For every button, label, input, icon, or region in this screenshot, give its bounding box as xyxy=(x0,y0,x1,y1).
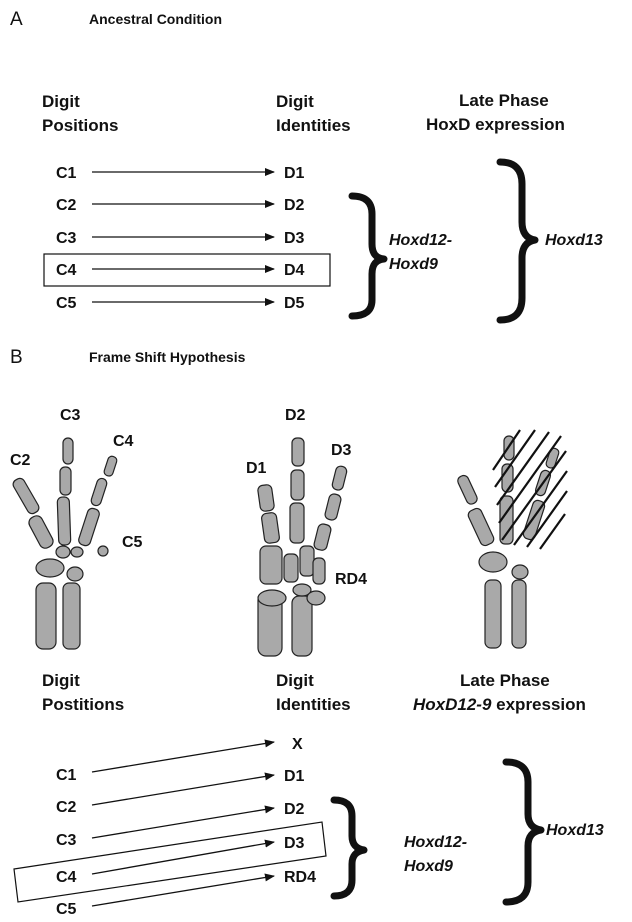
hand2-label-d1: D1 xyxy=(246,460,267,477)
panel-a-identity-d2: D2 xyxy=(284,197,305,214)
panel-b-col3-rest: expression xyxy=(491,695,586,714)
panel-b-position-c2: C2 xyxy=(56,799,77,816)
panel-b-gene-hoxd12: Hoxd12- xyxy=(404,834,467,851)
panel-a-position-c3: C3 xyxy=(56,230,77,247)
hand-skeleton-positions xyxy=(11,438,118,649)
panel-b-position-c1: C1 xyxy=(56,767,77,784)
panel-a-brace-small xyxy=(352,196,384,316)
panel-a-gene-hoxd12: Hoxd12- xyxy=(389,232,452,249)
panel-b-col2-line1: Digit xyxy=(276,671,314,690)
panel-a-col1-line2: Positions xyxy=(42,116,119,135)
panel-a-col2-line2: Identities xyxy=(276,116,351,135)
panel-a-brace-large xyxy=(500,162,535,320)
panel-a-col1-line1: Digit xyxy=(42,92,80,111)
hand1-label-c4: C4 xyxy=(113,433,134,450)
hand-skeleton-identities xyxy=(257,438,347,656)
panel-b-arrow-1 xyxy=(92,742,274,772)
panel-b-col1-line1: Digit xyxy=(42,671,80,690)
panel-b-letter: B xyxy=(10,347,23,368)
panel-b-brace-large xyxy=(506,762,541,902)
panel-a-position-c5: C5 xyxy=(56,295,77,312)
panel-a-col3-line2: HoxD expression xyxy=(426,115,565,134)
hand2-label-d3: D3 xyxy=(331,442,352,459)
panel-b-identity-rd4: RD4 xyxy=(284,869,316,886)
panel-a-subtitle: Ancestral Condition xyxy=(89,11,222,27)
panel-b-identity-d3: D3 xyxy=(284,835,305,852)
panel-b-position-c4: C4 xyxy=(56,869,77,886)
panel-a-letter: A xyxy=(10,9,23,30)
panel-b-col3-line1: Late Phase xyxy=(460,671,550,690)
panel-a-position-c2: C2 xyxy=(56,197,77,214)
panel-a-position-c1: C1 xyxy=(56,165,77,182)
panel-b-subtitle: Frame Shift Hypothesis xyxy=(89,349,246,365)
panel-a-identity-d3: D3 xyxy=(284,230,305,247)
panel-b-identity-d1: D1 xyxy=(284,768,305,785)
panel-a-identity-d5: D5 xyxy=(284,295,305,312)
panel-b-brace-small xyxy=(334,800,364,896)
hand1-label-c3: C3 xyxy=(60,407,81,424)
panel-b-identity-x: X xyxy=(292,736,303,753)
panel-b-col3-italic: HoxD12-9 xyxy=(413,695,492,714)
hand2-label-d2: D2 xyxy=(285,407,306,424)
panel-b-position-c5: C5 xyxy=(56,901,77,918)
panel-b-position-c3: C3 xyxy=(56,832,77,849)
panel-b-gene-hoxd9: Hoxd9 xyxy=(404,858,453,875)
panel-b-arrow-2 xyxy=(92,775,274,805)
panel-b-arrow-5 xyxy=(92,876,274,906)
panel-b-arrow-4 xyxy=(92,842,274,874)
panel-a-col3-line1: Late Phase xyxy=(459,91,549,110)
panel-a-position-c4: C4 xyxy=(56,262,77,279)
panel-b-col2-line2: Identities xyxy=(276,695,351,714)
panel-b-col1-line2: Postitions xyxy=(42,695,124,714)
hand2-label-rd4: RD4 xyxy=(335,571,367,588)
panel-a-identity-d4: D4 xyxy=(284,262,305,279)
panel-b-col3-line2: HoxD12-9 expression xyxy=(413,695,586,714)
panel-b-identity-d2: D2 xyxy=(284,801,305,818)
panel-a-gene-hoxd9: Hoxd9 xyxy=(389,256,438,273)
hand1-label-c5: C5 xyxy=(122,534,143,551)
hand1-label-c2: C2 xyxy=(10,452,31,469)
panel-a-identity-d1: D1 xyxy=(284,165,305,182)
panel-b-gene-hoxd13: Hoxd13 xyxy=(546,822,604,839)
panel-a-gene-hoxd13: Hoxd13 xyxy=(545,232,603,249)
panel-a-col2-line1: Digit xyxy=(276,92,314,111)
